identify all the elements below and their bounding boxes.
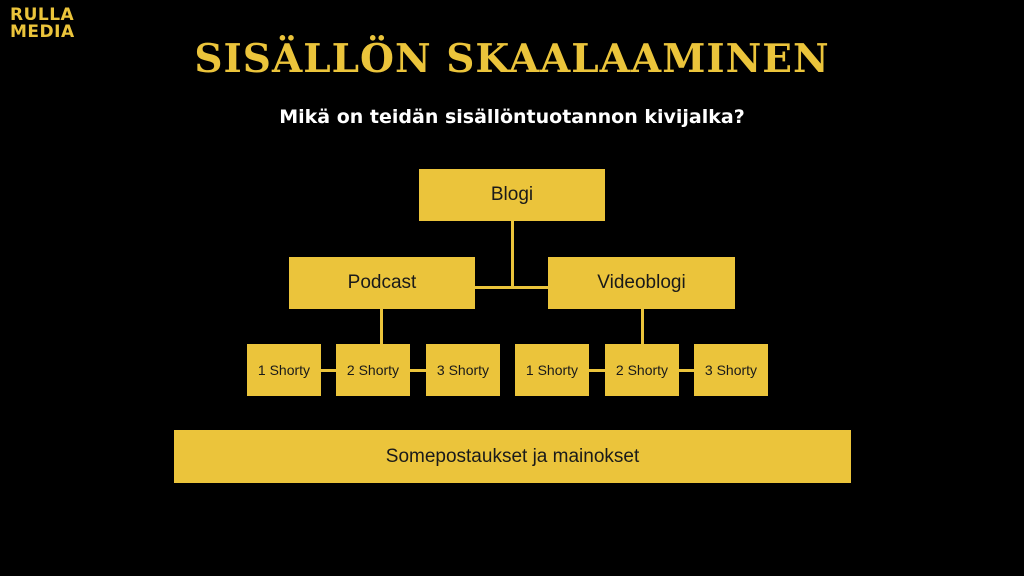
node-blogi: Blogi (419, 169, 605, 221)
connector-videoblogi-down (641, 308, 644, 344)
slide-subtitle: Mikä on teidän sisällöntuotannon kivijal… (279, 106, 745, 128)
node-podcast-short-2: 2 Shorty (336, 344, 410, 396)
node-videoblogi: Videoblogi (548, 257, 735, 309)
rulla-media-logo: RULLA MEDIA (10, 7, 75, 41)
node-podcast-short-3: 3 Shorty (426, 344, 500, 396)
node-podcast-short-1: 1 Shorty (247, 344, 321, 396)
connector-root-down (511, 220, 514, 288)
slide-title: SISÄLLÖN SKAALAAMINEN (194, 36, 830, 82)
connector-level2-horizontal (474, 286, 549, 289)
connector-podcast-down (380, 308, 383, 344)
node-video-short-1: 1 Shorty (515, 344, 589, 396)
node-podcast: Podcast (289, 257, 475, 309)
node-video-short-2: 2 Shorty (605, 344, 679, 396)
node-somepostaukset: Somepostaukset ja mainokset (174, 430, 851, 483)
logo-line-2: MEDIA (10, 22, 75, 42)
logo-line-1: RULLA (10, 5, 75, 25)
node-video-short-3: 3 Shorty (694, 344, 768, 396)
